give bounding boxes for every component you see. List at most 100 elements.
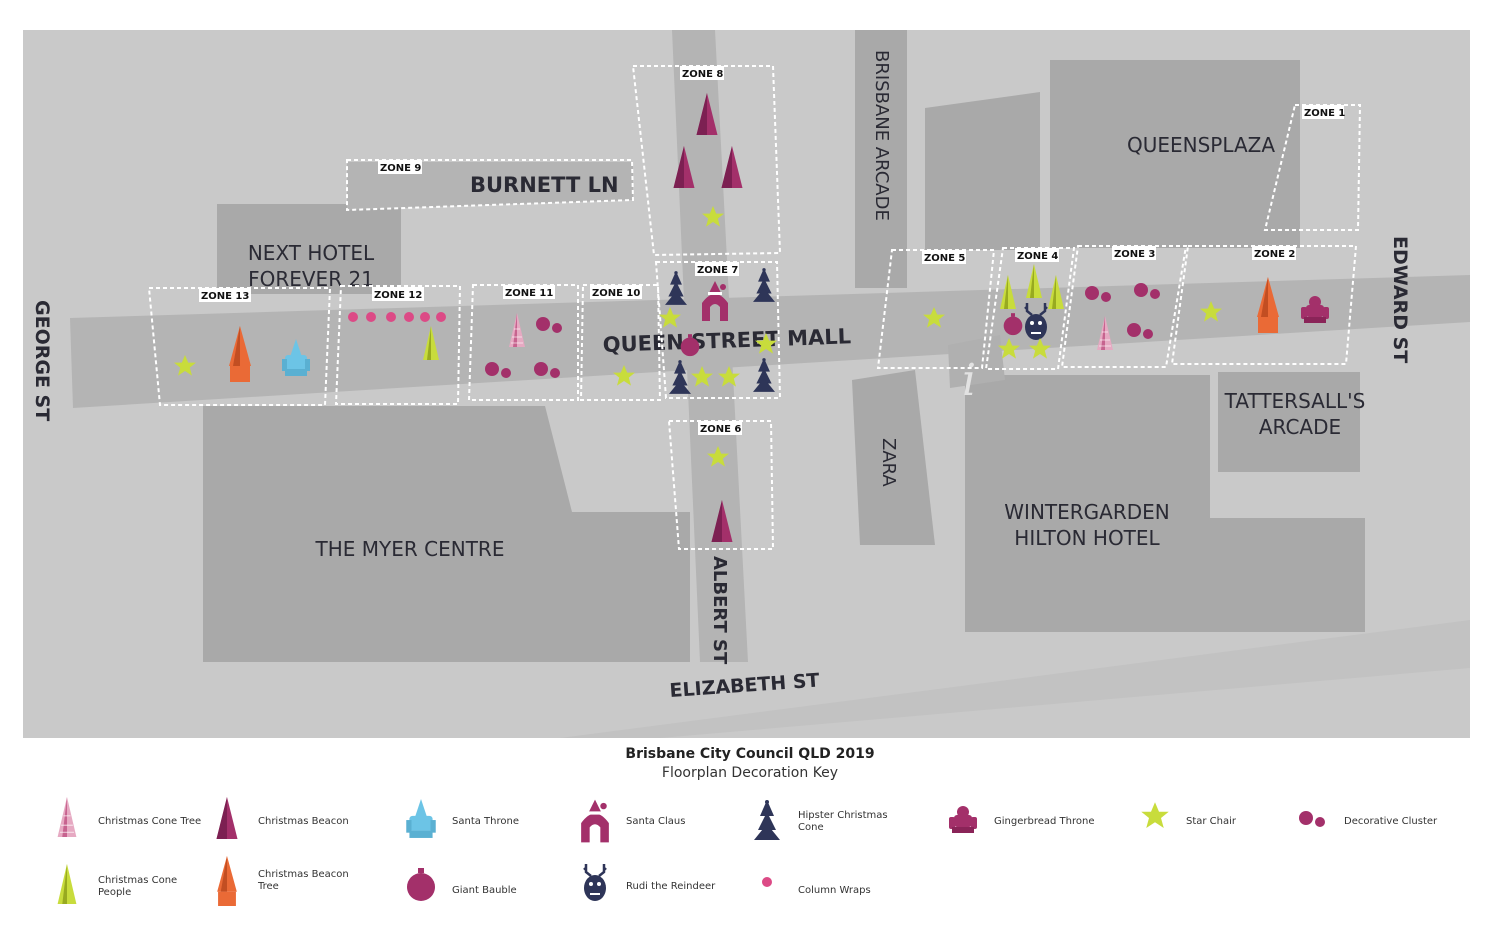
zone-tag-8	[680, 66, 724, 80]
building-brisbane-arcade	[855, 30, 907, 288]
zone-outline-8	[631, 65, 782, 257]
zone-tag-3	[1112, 246, 1156, 260]
key-hipster-cone: Hipster Christmas Cone	[742, 797, 908, 847]
building-myer-centre	[203, 406, 690, 662]
column-wrap-icon	[348, 312, 358, 322]
key-label: Christmas Beacon Tree	[258, 869, 349, 892]
zone-tag-10	[590, 285, 642, 299]
key-label: Star Chair	[1186, 816, 1237, 827]
key-column-wraps: Column Wraps	[742, 866, 908, 916]
zone-label-8: ZONE 8	[682, 69, 723, 80]
label-zara: ZARA	[878, 438, 899, 487]
building-queensplaza-b	[1050, 60, 1300, 248]
zone-label-11: ZONE 11	[505, 288, 553, 299]
zone-tag-5	[922, 250, 966, 264]
column-wrap-icon	[404, 312, 414, 322]
key-santa-throne: Santa Throne	[396, 797, 562, 847]
key-cone-tree: Christmas Cone Tree	[42, 797, 208, 847]
zone-label-10: ZONE 10	[592, 288, 640, 299]
key-rudi: Rudi the Reindeer	[570, 862, 736, 912]
zone-tag-12	[372, 287, 424, 301]
label-myer-centre: THE MYER CENTRE	[315, 537, 505, 561]
column-wrap-icon	[386, 312, 396, 322]
key-decorative-cluster: Decorative Cluster	[1288, 797, 1454, 847]
zone-label-5: ZONE 5	[924, 253, 965, 264]
zone-outline-2	[1170, 245, 1358, 365]
gingerbread-throne-icon	[949, 806, 977, 833]
key-star-chair: Star Chair	[1130, 797, 1296, 847]
hipster-cone-icon	[754, 800, 780, 840]
zone-label-3: ZONE 3	[1114, 249, 1155, 260]
label-burnett-ln: BURNETT LN	[470, 173, 619, 197]
zone-outline-13	[147, 287, 332, 406]
key-beacon-tree: Christmas Beacon Tree	[202, 856, 368, 906]
decorative-cluster-icon	[1299, 811, 1325, 827]
label-brisbane-arcade: BRISBANE ARCADE	[871, 50, 892, 221]
column-wrap-icon	[420, 312, 430, 322]
key-gingerbread-throne: Gingerbread Throne	[938, 797, 1104, 847]
zone-label-2: ZONE 2	[1254, 249, 1295, 260]
column-wrap-icon	[762, 877, 772, 887]
key-label: Rudi the Reindeer	[626, 881, 716, 892]
key-label: Christmas Beacon	[258, 816, 349, 827]
zone-tag-1	[1302, 105, 1344, 119]
zone-tag-11	[503, 285, 555, 299]
label-arcade: ARCADE	[1259, 415, 1341, 439]
zone-label-7: ZONE 7	[697, 265, 738, 276]
zone-label-9: ZONE 9	[380, 163, 421, 174]
label-tattersalls: TATTERSALL'S	[1224, 389, 1366, 413]
star-chair-icon	[1141, 802, 1169, 828]
label-next-hotel: NEXT HOTEL	[248, 241, 375, 265]
zone-label-12: ZONE 12	[374, 290, 422, 301]
legend-title: Brisbane City Council QLD 2019	[625, 746, 875, 762]
zone-labels: ZONE 1 ZONE 2 ZONE 3 ZONE 4 ZONE 5 ZONE …	[199, 66, 1345, 435]
legend-subtitle: Floorplan Decoration Key	[661, 765, 839, 781]
key-cone-people: Christmas Cone People	[42, 862, 208, 912]
zone-outline-5	[876, 249, 996, 369]
zone-tag-4	[1015, 248, 1059, 262]
beacon-icon	[216, 797, 238, 839]
key-santa-claus: Santa Claus	[570, 797, 736, 847]
key-giant-bauble: Giant Bauble	[396, 866, 562, 916]
building-wintergarden	[965, 375, 1365, 632]
label-george-st: GEORGE ST	[31, 300, 53, 421]
zone-tag-2	[1252, 246, 1296, 260]
road-elizabeth-street	[560, 620, 1470, 738]
key-label: Christmas Cone Tree	[98, 816, 202, 827]
label-wintergarden: WINTERGARDEN	[1004, 500, 1169, 524]
building-tattersalls	[1218, 372, 1360, 472]
key-label: Hipster Christmas Cone	[798, 810, 888, 833]
key-label: Christmas Cone People	[98, 875, 178, 898]
column-wrap-icon	[436, 312, 446, 322]
building-zara	[852, 370, 935, 545]
zone-outline-9	[346, 159, 635, 212]
zone-label-4: ZONE 4	[1017, 251, 1058, 262]
key-label: Santa Throne	[452, 816, 519, 827]
zone-tag-13	[199, 288, 251, 302]
info-kiosk-marker	[948, 335, 1005, 388]
key-label: Gingerbread Throne	[994, 816, 1095, 827]
zone-label-13: ZONE 13	[201, 291, 249, 302]
info-glyph: i	[962, 355, 976, 406]
label-edward-st: EDWARD ST	[1389, 236, 1411, 363]
zone-tag-7	[695, 262, 739, 276]
key-beacon: Christmas Beacon	[202, 797, 368, 847]
santa-throne-icon	[406, 799, 436, 838]
beacon-tree-icon	[217, 856, 237, 906]
roads-layer	[70, 30, 1470, 738]
zone-label-6: ZONE 6	[700, 424, 741, 435]
zone-tag-9	[378, 160, 422, 174]
building-next-hotel	[217, 204, 401, 294]
label-queensplaza: QUEENSPLAZA	[1127, 133, 1275, 157]
building-labels: NEXT HOTEL FOREVER 21 THE MYER CENTRE QU…	[248, 133, 1365, 561]
column-wrap-icon	[366, 312, 376, 322]
label-hilton-hotel: HILTON HOTEL	[1014, 526, 1160, 550]
key-label: Giant Bauble	[452, 885, 517, 896]
road-albert-street	[672, 30, 748, 662]
key-label: Decorative Cluster	[1344, 816, 1438, 827]
rudi-reindeer-icon	[582, 864, 608, 902]
zone-tag-6	[698, 421, 742, 435]
cone-people-icon	[57, 864, 77, 904]
cone-tree-icon	[57, 797, 77, 837]
